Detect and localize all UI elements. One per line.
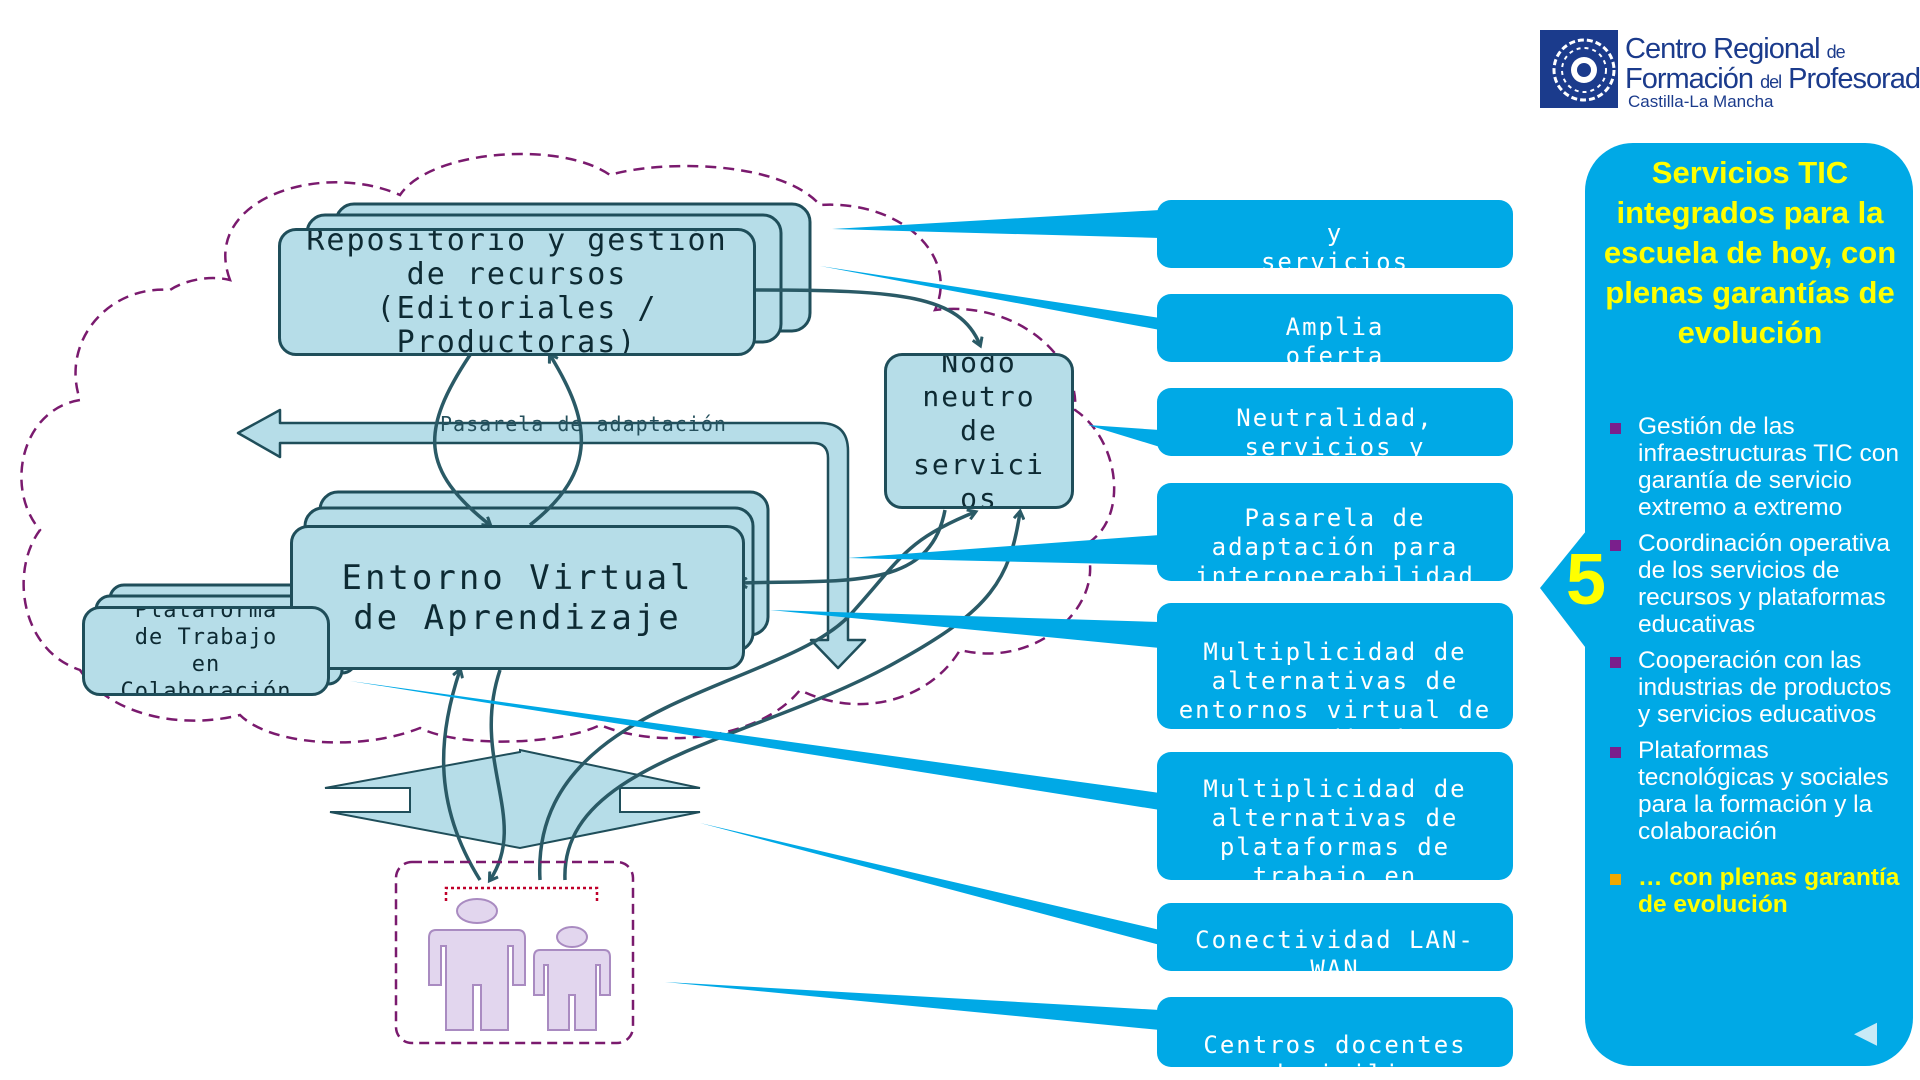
connector-nodo-eva <box>740 509 947 583</box>
logo-text-line3: Castilla-La Mancha <box>1628 92 1774 111</box>
connector-user-nodo-1 <box>538 512 975 881</box>
bullet-icon <box>1610 657 1621 668</box>
cloud-outline <box>20 152 1116 744</box>
nodo-neutro-node: Nodo neutro de servici os <box>884 353 1074 509</box>
repositorio-node: Repositorio y gestión de recursos (Edito… <box>278 228 756 356</box>
connector-repo-eva-1 <box>432 354 490 525</box>
logo-text-line1: Centro Regional de <box>1625 33 1846 68</box>
pointer-8 <box>665 982 1160 1030</box>
pointer-7 <box>700 823 1160 945</box>
callout-neutralidad-text: Neutralidad, servicios y coordinación ce… <box>1236 404 1434 456</box>
logo-mark <box>1540 30 1618 108</box>
pointer-1 <box>832 210 1160 238</box>
connector-eva-repo <box>528 355 584 527</box>
callout-eva: Multiplicidad de alternativas de entorno… <box>1157 603 1513 729</box>
panel-item-final: … con plenas garantía de evolución <box>1604 864 1904 918</box>
callout-conectividad: Conectividad LAN- WAN en banda ancha <box>1157 903 1513 971</box>
panel-item: Cooperación con las industrias de produc… <box>1604 647 1904 728</box>
student-icon <box>533 926 611 1031</box>
pasarela-label: Pasarela de adaptación <box>440 412 727 436</box>
pointer-4 <box>848 535 1160 565</box>
callout-oferta-text: Amplia oferta de recursos y modelos <box>1285 313 1385 362</box>
bullet-icon <box>1610 747 1621 758</box>
panel-list: Gestión de las infraestructuras TIC con … <box>1604 413 1904 927</box>
connector-repo-nodo <box>754 288 980 345</box>
logo-text-line2: Formación del Profesorado <box>1625 63 1920 98</box>
bullet-icon <box>1610 874 1621 885</box>
panel-item-text: Coordinación operativa de los servicios … <box>1638 530 1890 638</box>
panel-item-text: Cooperación con las industrias de produc… <box>1638 647 1892 728</box>
callout-pasarela-text: Pasarela de adaptación para interoperabi… <box>1195 504 1475 581</box>
connectivity-arrow <box>324 748 701 850</box>
callout-oferta: Amplia oferta de recursos y modelos <box>1157 294 1513 362</box>
connector-group <box>432 288 1020 881</box>
panel-item: Plataformas tecnológicas y sociales para… <box>1604 737 1904 845</box>
logo-text-small2: del <box>1760 72 1782 92</box>
summary-panel <box>1585 143 1913 1066</box>
callout-eva-text: Multiplicidad de alternativas de entorno… <box>1178 638 1492 729</box>
panel-item-text: Gestión de las infraestructuras TIC con … <box>1638 413 1899 521</box>
panel-item-text: Plataformas tecnológicas y sociales para… <box>1638 737 1889 845</box>
pasarela-arrow <box>236 408 867 670</box>
users-bracket <box>444 886 599 901</box>
panel-item: Coordinación operativa de los servicios … <box>1604 530 1904 638</box>
bullet-icon <box>1610 423 1621 434</box>
callout-centros-text: Centros docentes y domicilios <box>1203 1031 1467 1067</box>
plataforma-node: Plataforma de Trabajo en Colaboración <box>82 606 330 696</box>
pointer-6 <box>350 681 1160 810</box>
users-group-box <box>394 860 635 1045</box>
callout-plataformas: Multiplicidad de alternativas de platafo… <box>1157 752 1513 880</box>
connector-user-eva-1 <box>441 670 482 881</box>
panel-number: 5 <box>1565 540 1607 620</box>
pointer-2 <box>820 266 1160 330</box>
panel-notch <box>1540 520 1595 660</box>
callout-pointers <box>350 210 1160 1030</box>
teacher-icon <box>428 898 526 1031</box>
callout-plataformas-text: Multiplicidad de alternativas de platafo… <box>1203 775 1467 880</box>
logo-text-a: Formación <box>1625 63 1754 95</box>
connector-user-nodo-2 <box>563 512 1020 881</box>
callout-neutralidad: Neutralidad, servicios y coordinación ce… <box>1157 388 1513 456</box>
panel-item-final-text: … con plenas garantía de evolución <box>1638 864 1900 918</box>
callout-conectividad-text: Conectividad LAN- WAN en banda ancha <box>1195 926 1475 971</box>
callout-pasarela: Pasarela de adaptación para interoperabi… <box>1157 483 1513 581</box>
pointer-5 <box>770 610 1160 648</box>
bullet-icon <box>1610 540 1621 551</box>
pointer-3 <box>1088 425 1160 447</box>
callout-nube-text: y servicios residentes «en la nube» <box>1260 219 1410 268</box>
callout-nube: y servicios residentes «en la nube» <box>1157 200 1513 268</box>
callout-centros: Centros docentes y domicilios <box>1157 997 1513 1067</box>
panel-item: Gestión de las infraestructuras TIC con … <box>1604 413 1904 521</box>
logo-text-main: Centro Regional <box>1625 33 1821 65</box>
logo-text-small: de <box>1826 42 1846 62</box>
logo-text-b: Profesorado <box>1788 63 1920 95</box>
eva-node: Entorno Virtual de Aprendizaje <box>290 525 745 670</box>
panel-title: Servicios TIC integrados para la escuela… <box>1603 155 1897 350</box>
back-triangle-icon[interactable]: ◀ <box>1854 1016 1878 1049</box>
